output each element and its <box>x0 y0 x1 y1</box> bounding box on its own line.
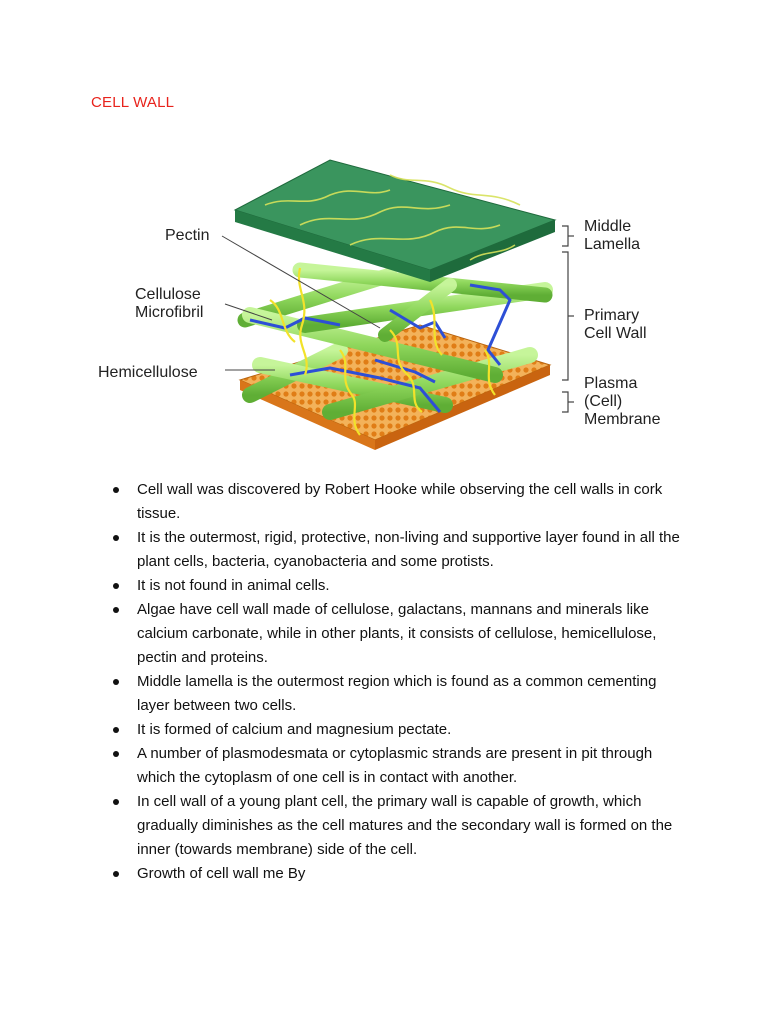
list-item: It is the outermost, rigid, protective, … <box>110 526 690 574</box>
label-plasma-line3: Membrane <box>584 411 661 428</box>
hemicellulose-strands <box>249 283 512 413</box>
list-item: Cell wall was discovered by Robert Hooke… <box>110 478 690 526</box>
list-item: Algae have cell wall made of cellulose, … <box>110 598 690 670</box>
list-item: A number of plasmodesmata or cytoplasmic… <box>110 742 690 790</box>
middle-lamella-slab <box>233 159 557 282</box>
cell-wall-diagram: Pectin Cellulose Microfibril Hemicellulo… <box>98 159 661 450</box>
leader-lines <box>221 235 381 371</box>
label-pectin: Pectin <box>165 227 209 244</box>
label-hemicellulose: Hemicellulose <box>98 364 198 381</box>
label-cellulose-line1: Cellulose <box>135 286 201 303</box>
pectin-strands <box>269 267 496 436</box>
list-item: Growth of cell wall me By <box>110 862 690 886</box>
list-item: It is not found in animal cells. <box>110 574 690 598</box>
label-plasma-line1: Plasma <box>584 375 637 392</box>
label-cellulose-line2: Microfibril <box>135 304 203 321</box>
list-item: Middle lamella is the outermost region w… <box>110 670 690 718</box>
cell-wall-facts-list: Cell wall was discovered by Robert Hooke… <box>110 478 690 886</box>
label-plasma-line2: (Cell) <box>584 393 622 410</box>
label-middle-line1: Middle <box>584 218 631 235</box>
layer-brackets <box>562 225 574 413</box>
label-primary-line1: Primary <box>584 307 639 324</box>
page-title: CELL WALL <box>91 94 175 111</box>
label-middle-line2: Lamella <box>584 236 640 253</box>
list-item: It is formed of calcium and magnesium pe… <box>110 718 690 742</box>
list-item: In cell wall of a young plant cell, the … <box>110 790 690 862</box>
label-primary-line2: Cell Wall <box>584 325 647 342</box>
